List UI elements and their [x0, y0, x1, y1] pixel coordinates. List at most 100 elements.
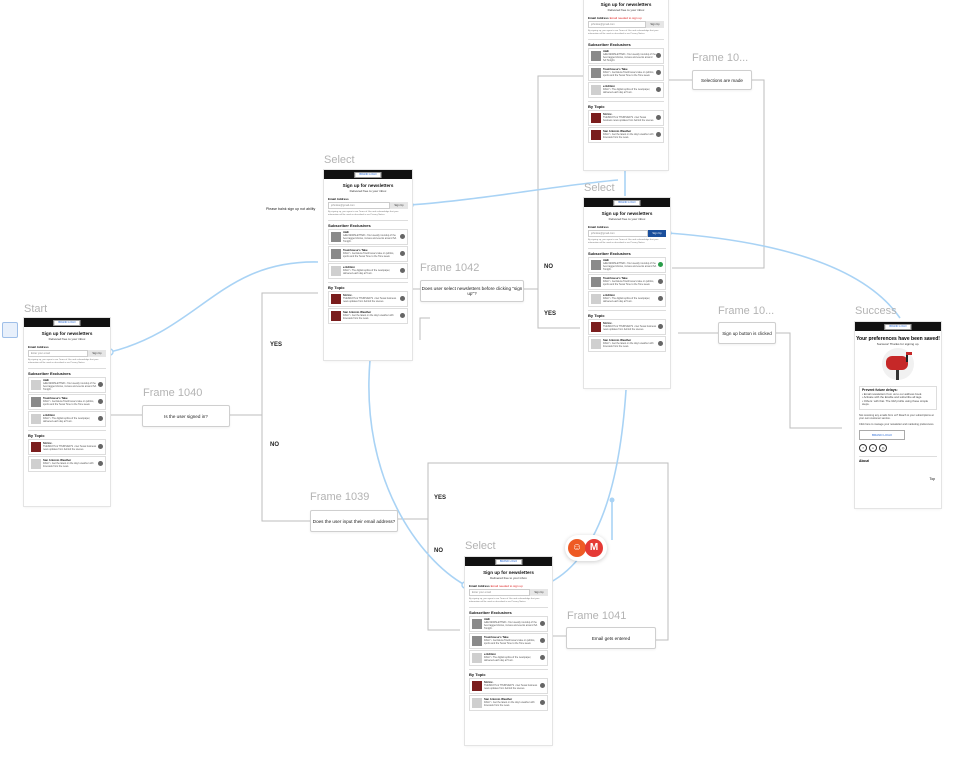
- thumbnail: [591, 276, 601, 287]
- add-icon[interactable]: [98, 444, 103, 450]
- signup-button[interactable]: Sign Up: [530, 589, 548, 596]
- signup-button[interactable]: Sign Up: [390, 202, 408, 209]
- add-icon[interactable]: [98, 399, 103, 405]
- add-icon[interactable]: [540, 621, 545, 627]
- add-icon[interactable]: [400, 296, 405, 302]
- screen-select-error[interactable]: BRAND LOGO Sign up for newsletters Deliv…: [465, 557, 552, 745]
- avatar[interactable]: M: [585, 539, 603, 557]
- add-icon[interactable]: [98, 461, 103, 467]
- start-flow-icon[interactable]: [2, 322, 18, 338]
- add-icon[interactable]: [400, 313, 405, 319]
- screen-subtitle: Delivered free to your inbox: [48, 337, 86, 341]
- add-icon[interactable]: [658, 279, 663, 285]
- email-input[interactable]: johndoe@gmail.com: [328, 202, 390, 209]
- add-icon[interactable]: [540, 638, 545, 644]
- mailbox-icon: [882, 348, 914, 380]
- add-icon[interactable]: [656, 70, 661, 76]
- list-item[interactable]: SA Inc.TUESDAYS & THURSDAYS • Get Texas …: [469, 677, 548, 694]
- check-icon[interactable]: [658, 262, 663, 268]
- decision-input-email[interactable]: Does the user input their email address?: [310, 510, 398, 532]
- decision-selections-made[interactable]: Selections are made: [692, 70, 752, 90]
- add-icon[interactable]: [656, 132, 661, 138]
- add-icon[interactable]: [658, 324, 663, 330]
- back-to-top-link[interactable]: Top: [929, 477, 935, 481]
- list-item[interactable]: SA Inc.TUESDAYS & THURSDAYS • Get Texas …: [328, 290, 408, 307]
- add-icon[interactable]: [658, 296, 663, 302]
- email-input[interactable]: johndoe@gmail.com: [588, 21, 646, 28]
- add-icon[interactable]: [540, 683, 545, 689]
- list-item[interactable]: SA Inc.TUESDAYS & THURSDAYS • Get Texas …: [28, 438, 106, 455]
- email-input[interactable]: johndoe@gmail.com: [588, 230, 648, 237]
- add-icon[interactable]: [658, 341, 663, 347]
- screen-start[interactable]: BRAND LOGO Sign up for newsletters Deliv…: [24, 318, 110, 506]
- add-icon[interactable]: [400, 234, 405, 240]
- screen-success[interactable]: BRAND LOGO Your preferences have been sa…: [855, 322, 941, 508]
- screen-select-filled[interactable]: BRAND LOGO Sign up for newsletters Deliv…: [584, 198, 670, 388]
- decision-signed-in[interactable]: Is the user signed in?: [142, 405, 230, 427]
- list-item[interactable]: SA Inc.TUESDAYS & THURSDAYS • Get Texas …: [588, 318, 666, 335]
- add-icon[interactable]: [540, 700, 545, 706]
- manage-link[interactable]: Click here to manage your newsletter and…: [859, 422, 935, 426]
- decision-signup-clicked[interactable]: Sign up button is clicked: [718, 322, 776, 344]
- flow-line: [396, 462, 669, 641]
- flow-line: [261, 415, 310, 522]
- email-input[interactable]: Enter your email: [469, 589, 530, 596]
- list-item[interactable]: SA Inc.TUESDAYS & THURSDAYS • Get Texas …: [588, 109, 664, 126]
- add-icon[interactable]: [656, 115, 661, 121]
- thumbnail: [31, 379, 41, 390]
- add-icon[interactable]: [400, 268, 405, 274]
- twitter-icon[interactable]: x: [869, 444, 877, 453]
- about-section[interactable]: About: [859, 456, 937, 463]
- add-icon[interactable]: [540, 655, 545, 661]
- prototype-connector: [667, 232, 901, 319]
- thumbnail: [331, 293, 341, 304]
- frame-label-select: Select: [324, 154, 355, 166]
- instagram-icon[interactable]: ◎: [879, 444, 887, 453]
- avatar-icon[interactable]: ☺: [568, 539, 586, 557]
- screen-title: Sign up for newsletters: [342, 183, 394, 188]
- email-label: Email Address: [28, 345, 49, 349]
- brand-logo: BRAND LOGO: [884, 324, 912, 330]
- tips-title: Prevent future delays:: [862, 388, 898, 392]
- screen-select[interactable]: BRAND LOGO Sign up for newsletters Deliv…: [324, 170, 412, 360]
- facebook-icon[interactable]: f: [859, 444, 867, 453]
- signup-button[interactable]: Sign Up: [88, 350, 106, 357]
- add-icon[interactable]: [656, 87, 661, 93]
- frame-label-1040: Frame 1040: [143, 387, 203, 399]
- screen-selection-top[interactable]: Sign up for newsletters Delivered free t…: [584, 0, 668, 170]
- decision-email-entered[interactable]: Email gets entered: [566, 627, 656, 649]
- thumbnail: [31, 441, 41, 452]
- signup-button[interactable]: Sign Up: [648, 230, 666, 237]
- email-input[interactable]: Enter your email: [28, 350, 88, 357]
- add-icon[interactable]: [656, 53, 661, 59]
- flow-line: [774, 332, 842, 429]
- brand-logo: BRAND LOGO: [53, 320, 81, 326]
- thumbnail: [591, 112, 601, 123]
- brand-logo-button[interactable]: BRAND LOGO: [859, 430, 905, 441]
- decision-select-newsletters[interactable]: Does user select newsletters before clic…: [420, 280, 524, 302]
- add-icon[interactable]: [98, 416, 103, 422]
- add-icon[interactable]: [400, 251, 405, 257]
- add-icon[interactable]: [98, 382, 103, 388]
- signup-button[interactable]: Sign Up: [646, 21, 664, 28]
